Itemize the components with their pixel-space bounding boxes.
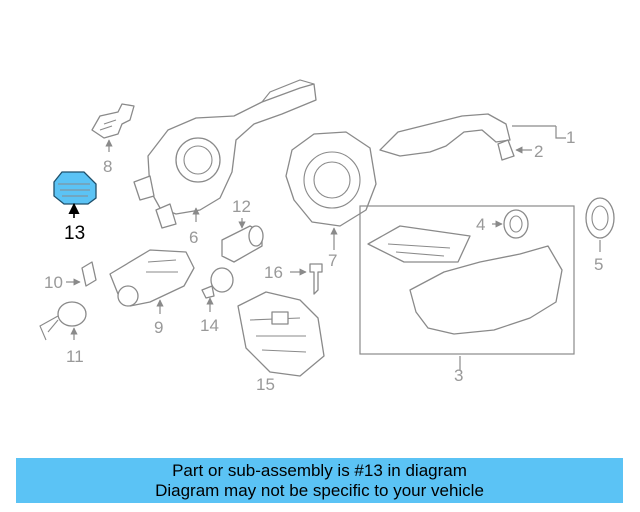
part-3-lower-cover-box <box>359 205 575 370</box>
callout-2: 2 <box>534 142 543 161</box>
part-6-combination-switch <box>133 79 317 229</box>
callout-1: 1 <box>566 128 575 147</box>
callout-13: 13 <box>64 223 85 244</box>
part-13-module[interactable] <box>53 171 97 218</box>
banner-line-1: Part or sub-assembly is #13 in diagram <box>172 461 467 480</box>
info-banner: Part or sub-assembly is #13 in diagram D… <box>16 458 623 503</box>
part-7-clock-spring <box>285 131 377 250</box>
part-11-harness <box>39 301 87 341</box>
callout-14: 14 <box>200 316 219 335</box>
callout-6: 6 <box>189 228 198 247</box>
part-8-bracket <box>91 103 135 152</box>
callout-8: 8 <box>103 157 112 176</box>
part-4-ring <box>492 209 529 239</box>
part-10-switch <box>66 261 97 287</box>
parts-diagram: 13 8 6 12 7 1 2 <box>39 79 615 394</box>
part-15-module <box>237 291 325 377</box>
callout-12: 12 <box>232 197 251 216</box>
callout-7: 7 <box>328 251 337 270</box>
part-14-ring <box>201 267 234 312</box>
part-9-column-housing <box>109 249 195 314</box>
callout-10: 10 <box>44 273 63 292</box>
callout-11: 11 <box>66 347 84 366</box>
part-12-lock-cylinder <box>221 218 264 263</box>
callout-3: 3 <box>454 366 463 385</box>
callout-15: 15 <box>256 375 275 394</box>
part-16-bolt <box>290 263 323 295</box>
callout-4: 4 <box>476 215 485 234</box>
callout-16: 16 <box>264 263 283 282</box>
part-5-cover-ring <box>585 197 615 252</box>
callout-9: 9 <box>154 318 163 337</box>
callout-5: 5 <box>594 255 603 274</box>
banner-line-2: Diagram may not be specific to your vehi… <box>155 481 484 500</box>
part-1-column-cover <box>379 113 566 161</box>
